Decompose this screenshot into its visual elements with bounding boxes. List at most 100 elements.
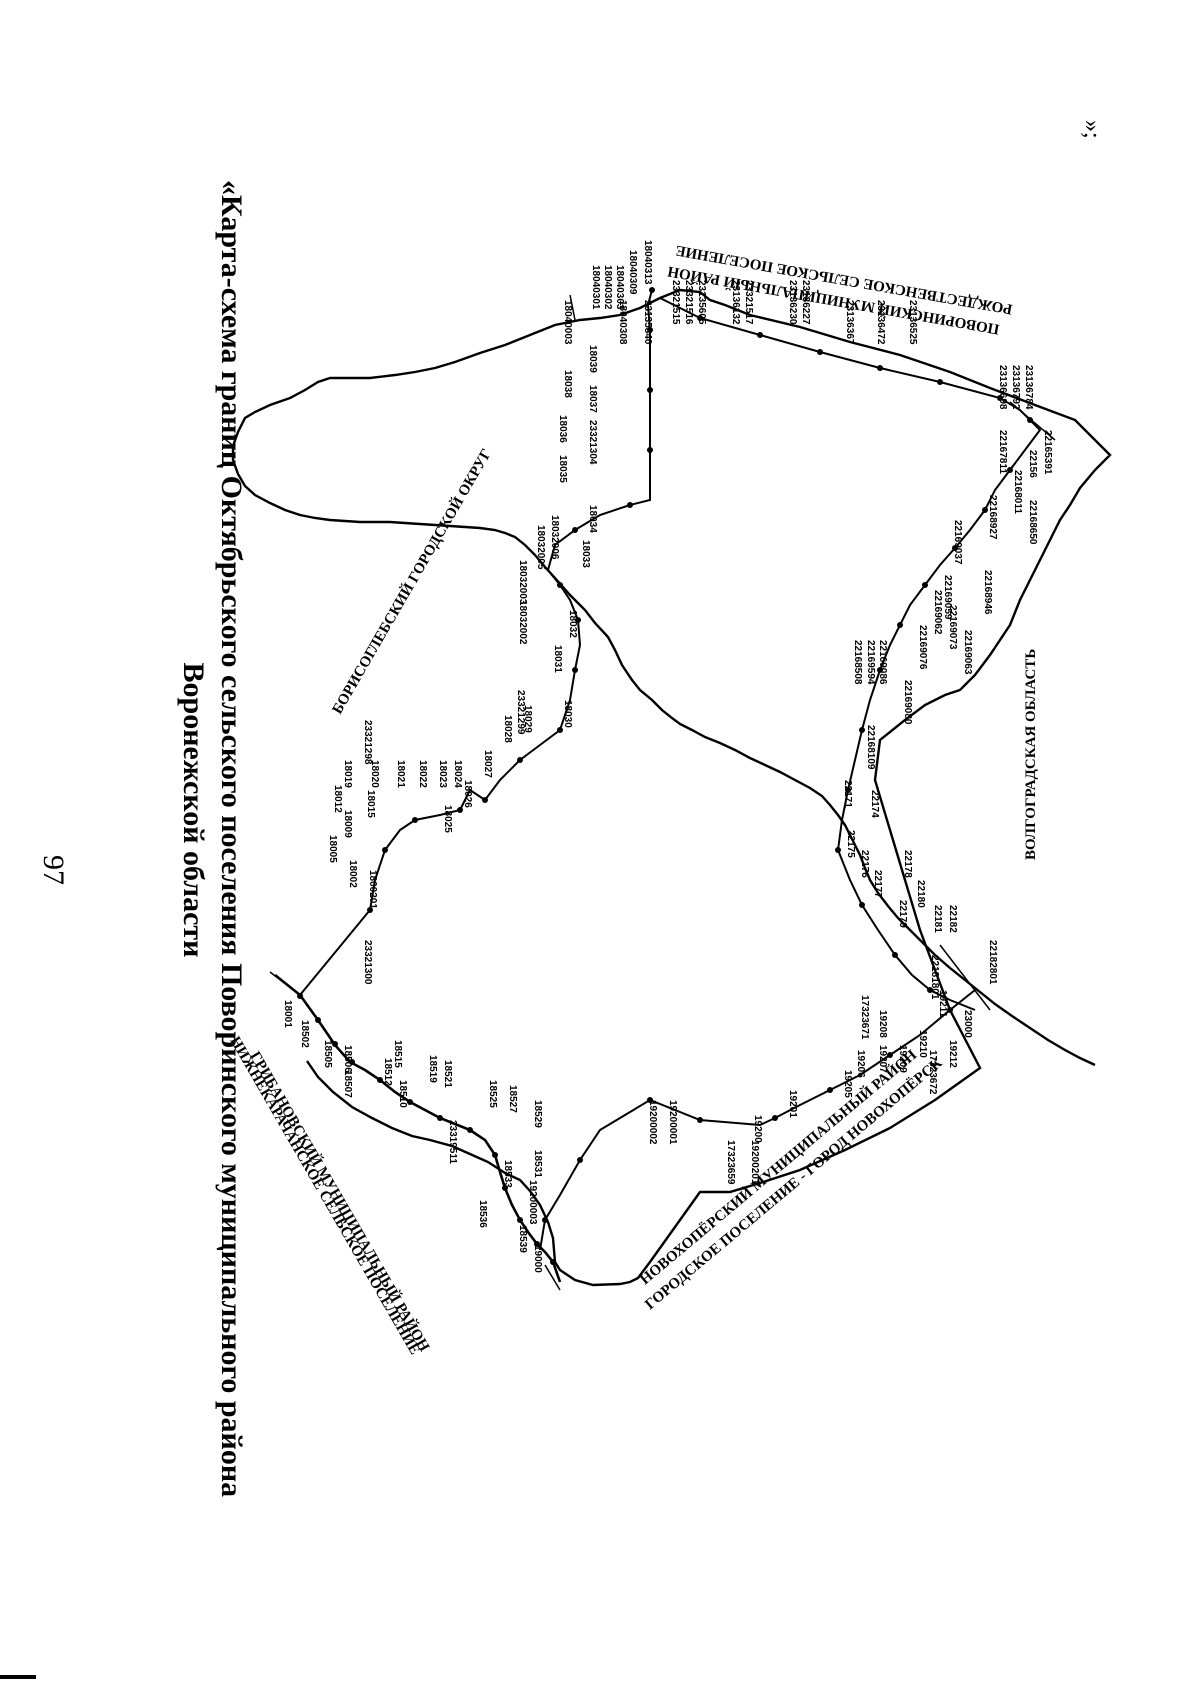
point-label: 18002 [347,860,358,888]
point-label: 18019 [342,760,353,788]
point-label: 18038 [562,370,573,398]
point-label: 22179 [897,900,908,928]
point-label: 22171 [842,780,853,808]
label-volgograd: ВОЛГОГРАДСКАЯ ОБЛАСТЬ [1023,649,1039,860]
point-label: 23321517 [743,280,754,325]
point-label: 22168109 [865,725,876,770]
divider-line-borisoglebsk [269,971,301,996]
point-label: 18536 [477,1200,488,1228]
point-label: 22181 [932,905,943,933]
point-label: 18015 [365,790,376,818]
point-label: 18036 [557,415,568,443]
point-label: 22169594 [865,640,876,685]
point-label: 22168927 [987,495,998,540]
point-label: 19210 [917,1030,928,1058]
point-label: 18020 [369,760,380,788]
point-label: 22177 [872,870,883,898]
point-label: 19212 [947,1040,958,1068]
point-label: 18539 [517,1225,528,1253]
point-label: 22169080 [902,680,913,725]
point-label: 22168011 [1012,470,1023,514]
point-label: 19209 [897,1045,908,1073]
point-label: 22169086 [877,640,888,685]
point-label: 23136698 [997,365,1008,410]
point-label: 18510 [397,1080,408,1108]
point-label: 18533 [502,1160,513,1188]
point-label: 23136792 [1010,365,1021,410]
point-label: 22168650 [1027,500,1038,545]
point-label: 18023 [437,760,448,788]
point-label: 19000 [532,1245,543,1273]
point-label: 18040313 [642,240,653,285]
point-label: 18507 [342,1070,353,1098]
point-label: 18033 [580,540,591,568]
point-label: 18025 [442,805,453,833]
point-label: 18519 [427,1055,438,1083]
point-label: 22182 [947,905,958,933]
point-label: 19211 [937,990,948,1018]
point-label: 18531 [532,1150,543,1178]
point-label: 22169037 [952,520,963,565]
point-label: 23321515 [670,280,681,325]
point-label: 18040003 [562,300,573,345]
point-label: 23136227 [800,280,811,325]
point-label: 23136472 [875,300,886,345]
point-label: 19200003 [527,1180,538,1225]
point-label: 18032003 [517,560,528,605]
point-label: 19206 [855,1050,866,1078]
point-label: 18027 [482,750,493,778]
point-label: 19207 [877,1045,888,1073]
divider-line-volgograd [939,944,991,1011]
point-label: 23136784 [1023,365,1034,410]
point-label: 19200002 [647,1100,658,1145]
point-label: 18032005 [535,525,546,570]
point-label: 22178 [902,850,913,878]
point-label: 18525 [487,1080,498,1108]
point-label: 19200201 [749,1140,760,1185]
vertex-markers [297,287,1033,1265]
point-label: 18024 [452,760,463,788]
point-label: 18034 [587,505,598,533]
point-label: 19205 [842,1070,853,1098]
point-label: 18505 [322,1040,333,1068]
point-label: 18012 [332,785,343,813]
point-label: 18039 [587,345,598,373]
point-label: 17323659 [725,1140,736,1185]
point-label: 23136367 [844,300,855,345]
border-line-south [539,989,976,1251]
point-label: 22176 [859,850,870,878]
point-label: 18037 [587,385,598,413]
point-label: 19200001 [667,1100,678,1145]
point-label: 23321298 [362,720,373,765]
border-line-west [274,973,562,1283]
point-label: 23000 [962,1010,973,1038]
point-label: 18032 [567,610,578,638]
point-label: 22175 [845,830,856,858]
point-label: 18021 [395,760,406,788]
point-label: 22182801 [987,940,998,985]
point-label: 22169059 [942,575,953,620]
point-label: 22169076 [917,625,928,670]
border-line-east [659,297,1042,1011]
point-label: 18028 [502,715,513,743]
point-label: 18040309 [627,250,638,295]
point-label: 22168946 [982,570,993,615]
point-label: 18022 [417,760,428,788]
border-line-northwest [299,289,653,996]
point-label: 18502 [299,1020,310,1048]
point-label: 18030 [562,700,573,728]
point-label: 18040302 [602,265,613,310]
point-label: 18506 [342,1045,353,1073]
point-label: 23321300 [362,940,373,985]
point-label: 18527 [507,1085,518,1113]
point-label: 22168508 [852,640,863,685]
point-label: 22169073 [947,605,958,650]
point-label: 18029 [522,705,533,733]
point-label: 22174 [869,790,880,818]
point-label: 18001 [282,1000,293,1028]
point-label: 18040308 [617,300,628,345]
point-label: 19201 [787,1090,798,1118]
point-label: 23321299 [515,690,526,735]
point-label: 23135605 [696,280,707,325]
